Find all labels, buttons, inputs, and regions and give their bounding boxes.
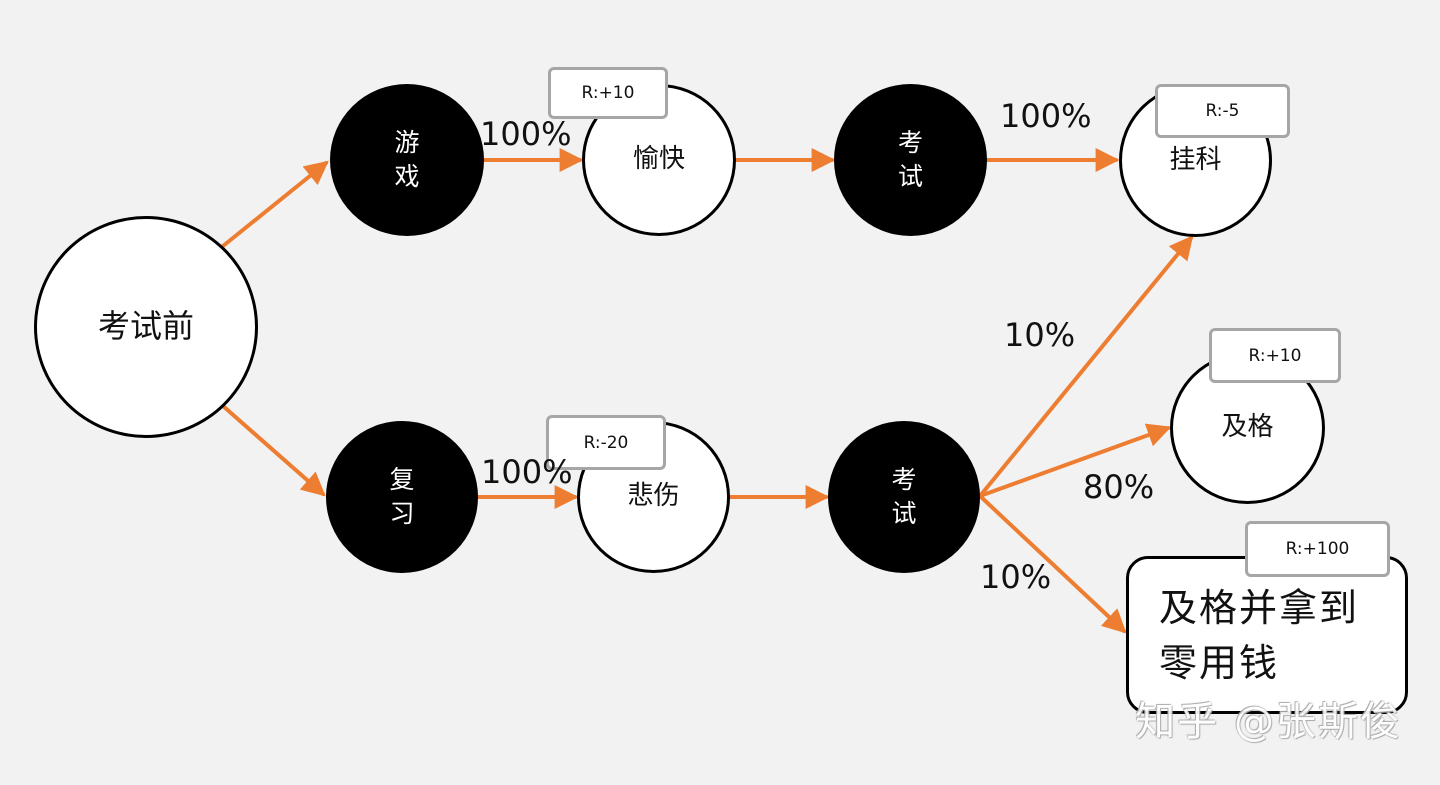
node-state-happy-label: 愉快 [632,144,685,175]
node-state-pass-with-money: 及格并拿到零用钱 [1126,556,1408,714]
reward-tag-happy: R:+10 [548,67,668,119]
reward-tag-fail: R:-5 [1155,84,1290,138]
arrow-start-to-game [221,160,329,248]
arrow-start-to-review [221,404,326,497]
prob-review-to-sad: 100% [481,453,573,491]
node-action-review-label: 复习 [389,465,415,528]
node-before-exam: 考试前 [34,216,258,438]
node-action-exam-top-label: 考试 [897,128,923,191]
arrow-exam-bottom-to-fail [978,235,1194,498]
arrow-exam-bottom-to-pass [978,423,1172,498]
node-state-pass-label: 及格 [1221,412,1274,443]
node-state-sad-label: 悲伤 [627,481,680,512]
arrow-exam-bottom-to-pass-money [978,494,1127,634]
reward-tag-pass: R:+10 [1209,328,1341,383]
reward-tag-sad: R:-20 [546,415,666,470]
node-action-review: 复习 [326,421,478,573]
node-action-exam-bottom: 考试 [828,421,980,573]
node-action-game-label: 游戏 [394,128,420,191]
prob-exam-top-to-fail: 100% [1000,97,1092,135]
reward-tag-pass-money: R:+100 [1245,521,1390,577]
node-action-exam-bottom-label: 考试 [891,465,917,528]
node-state-fail-label: 挂科 [1169,144,1222,175]
node-state-pass-with-money-label: 及格并拿到零用钱 [1159,586,1360,685]
node-action-game: 游戏 [330,84,484,236]
node-action-exam-top: 考试 [834,84,987,236]
prob-exam-bottom-to-pass-money: 10% [980,558,1052,596]
prob-game-to-happy: 100% [480,115,572,153]
node-before-exam-label: 考试前 [97,307,194,346]
prob-exam-bottom-to-pass: 80% [1083,468,1155,506]
prob-exam-bottom-to-fail: 10% [1004,316,1076,354]
watermark: 知乎 @张斯俊 [1135,699,1402,745]
